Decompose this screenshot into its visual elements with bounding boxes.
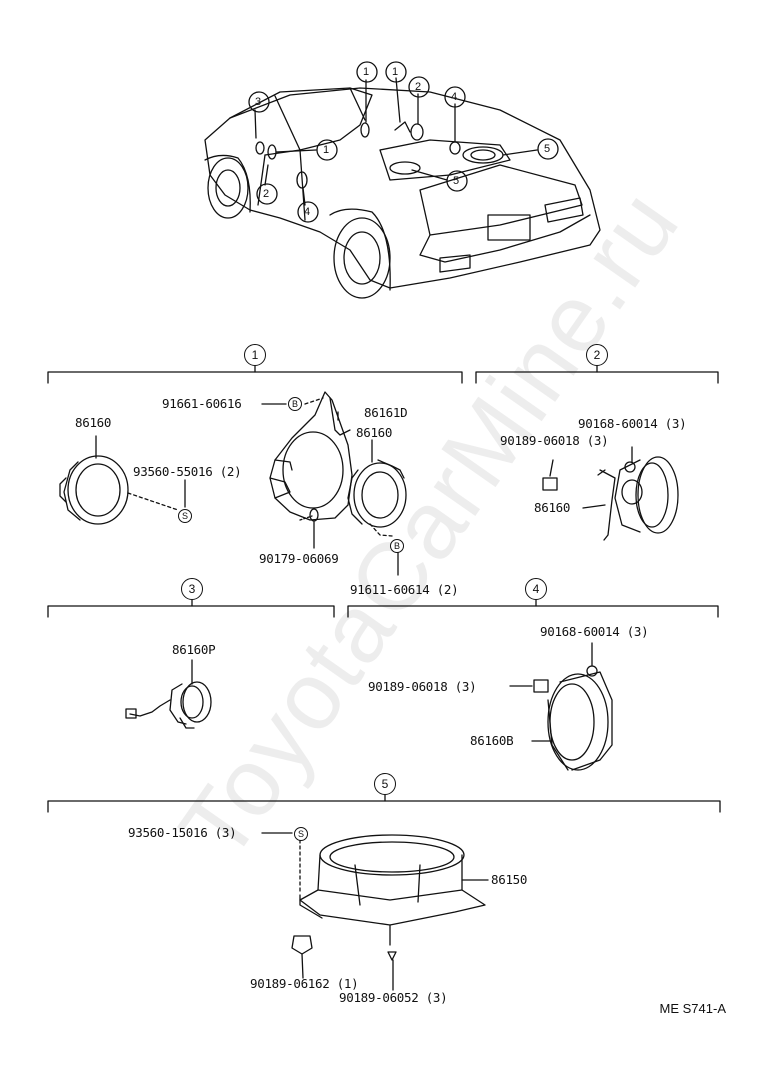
- bolt-marker: B: [390, 539, 404, 553]
- car-callout-3: 4: [304, 206, 310, 218]
- part-label-86161d: 86161D: [364, 405, 408, 420]
- section-5-number: 5: [374, 773, 396, 795]
- section-brackets: [47, 365, 721, 813]
- part-label-86160-s2: 86160: [534, 500, 571, 515]
- car-callout-9: 5: [453, 175, 459, 187]
- screw-marker: S: [178, 509, 192, 523]
- part-label-86160b: 86160B: [470, 733, 514, 748]
- part-label-86160-right: 86160: [356, 425, 393, 440]
- section-2-art: [542, 446, 679, 541]
- section-3-number: 3: [181, 578, 203, 600]
- part-label-90179-06069: 90179-06069: [259, 551, 339, 566]
- section-1-number: 1: [244, 344, 266, 366]
- part-label-90168-60014-s4: 90168-60014 (3): [540, 624, 649, 639]
- part-label-90189-06018: 90189-06018 (3): [500, 433, 609, 448]
- part-label-90189-06162: 90189-06162 (1): [250, 976, 359, 991]
- section-5-art: [261, 832, 489, 991]
- part-label-86150: 86150: [491, 872, 528, 887]
- bolt-marker: B: [288, 397, 302, 411]
- car-callout-2: 2: [263, 188, 269, 200]
- car-callout-6: 1: [392, 66, 398, 78]
- part-label-91611-60614: 91611-60614 (2): [350, 582, 459, 597]
- part-label-90189-06018-s4: 90189-06018 (3): [368, 679, 477, 694]
- diagram-code: ME S741-A: [659, 1001, 726, 1016]
- section-1-art: [59, 391, 407, 576]
- part-label-86160p: 86160P: [172, 642, 216, 657]
- car-illustration: [204, 61, 601, 299]
- section-4-number: 4: [525, 578, 547, 600]
- part-label-91661-60616: 91661-60616: [162, 396, 242, 411]
- car-callout-5: 1: [363, 66, 369, 78]
- part-label-90189-06052: 90189-06052 (3): [339, 990, 448, 1005]
- part-label-90168-60014: 90168-60014 (3): [578, 416, 687, 431]
- section-4-art: [509, 642, 613, 771]
- screw-marker: S: [294, 827, 308, 841]
- car-callout-10: 5: [544, 143, 550, 155]
- car-callout-4: 1: [323, 144, 329, 156]
- car-callout-7: 2: [415, 81, 421, 93]
- car-callout-8: 4: [451, 91, 457, 103]
- section-2-number: 2: [586, 344, 608, 366]
- car-callout-1: 3: [255, 96, 261, 108]
- part-label-93560-55016: 93560-55016 (2): [133, 464, 242, 479]
- section-3-art: [125, 659, 212, 729]
- part-label-93560-15016: 93560-15016 (3): [128, 825, 237, 840]
- part-label-86160: 86160: [75, 415, 112, 430]
